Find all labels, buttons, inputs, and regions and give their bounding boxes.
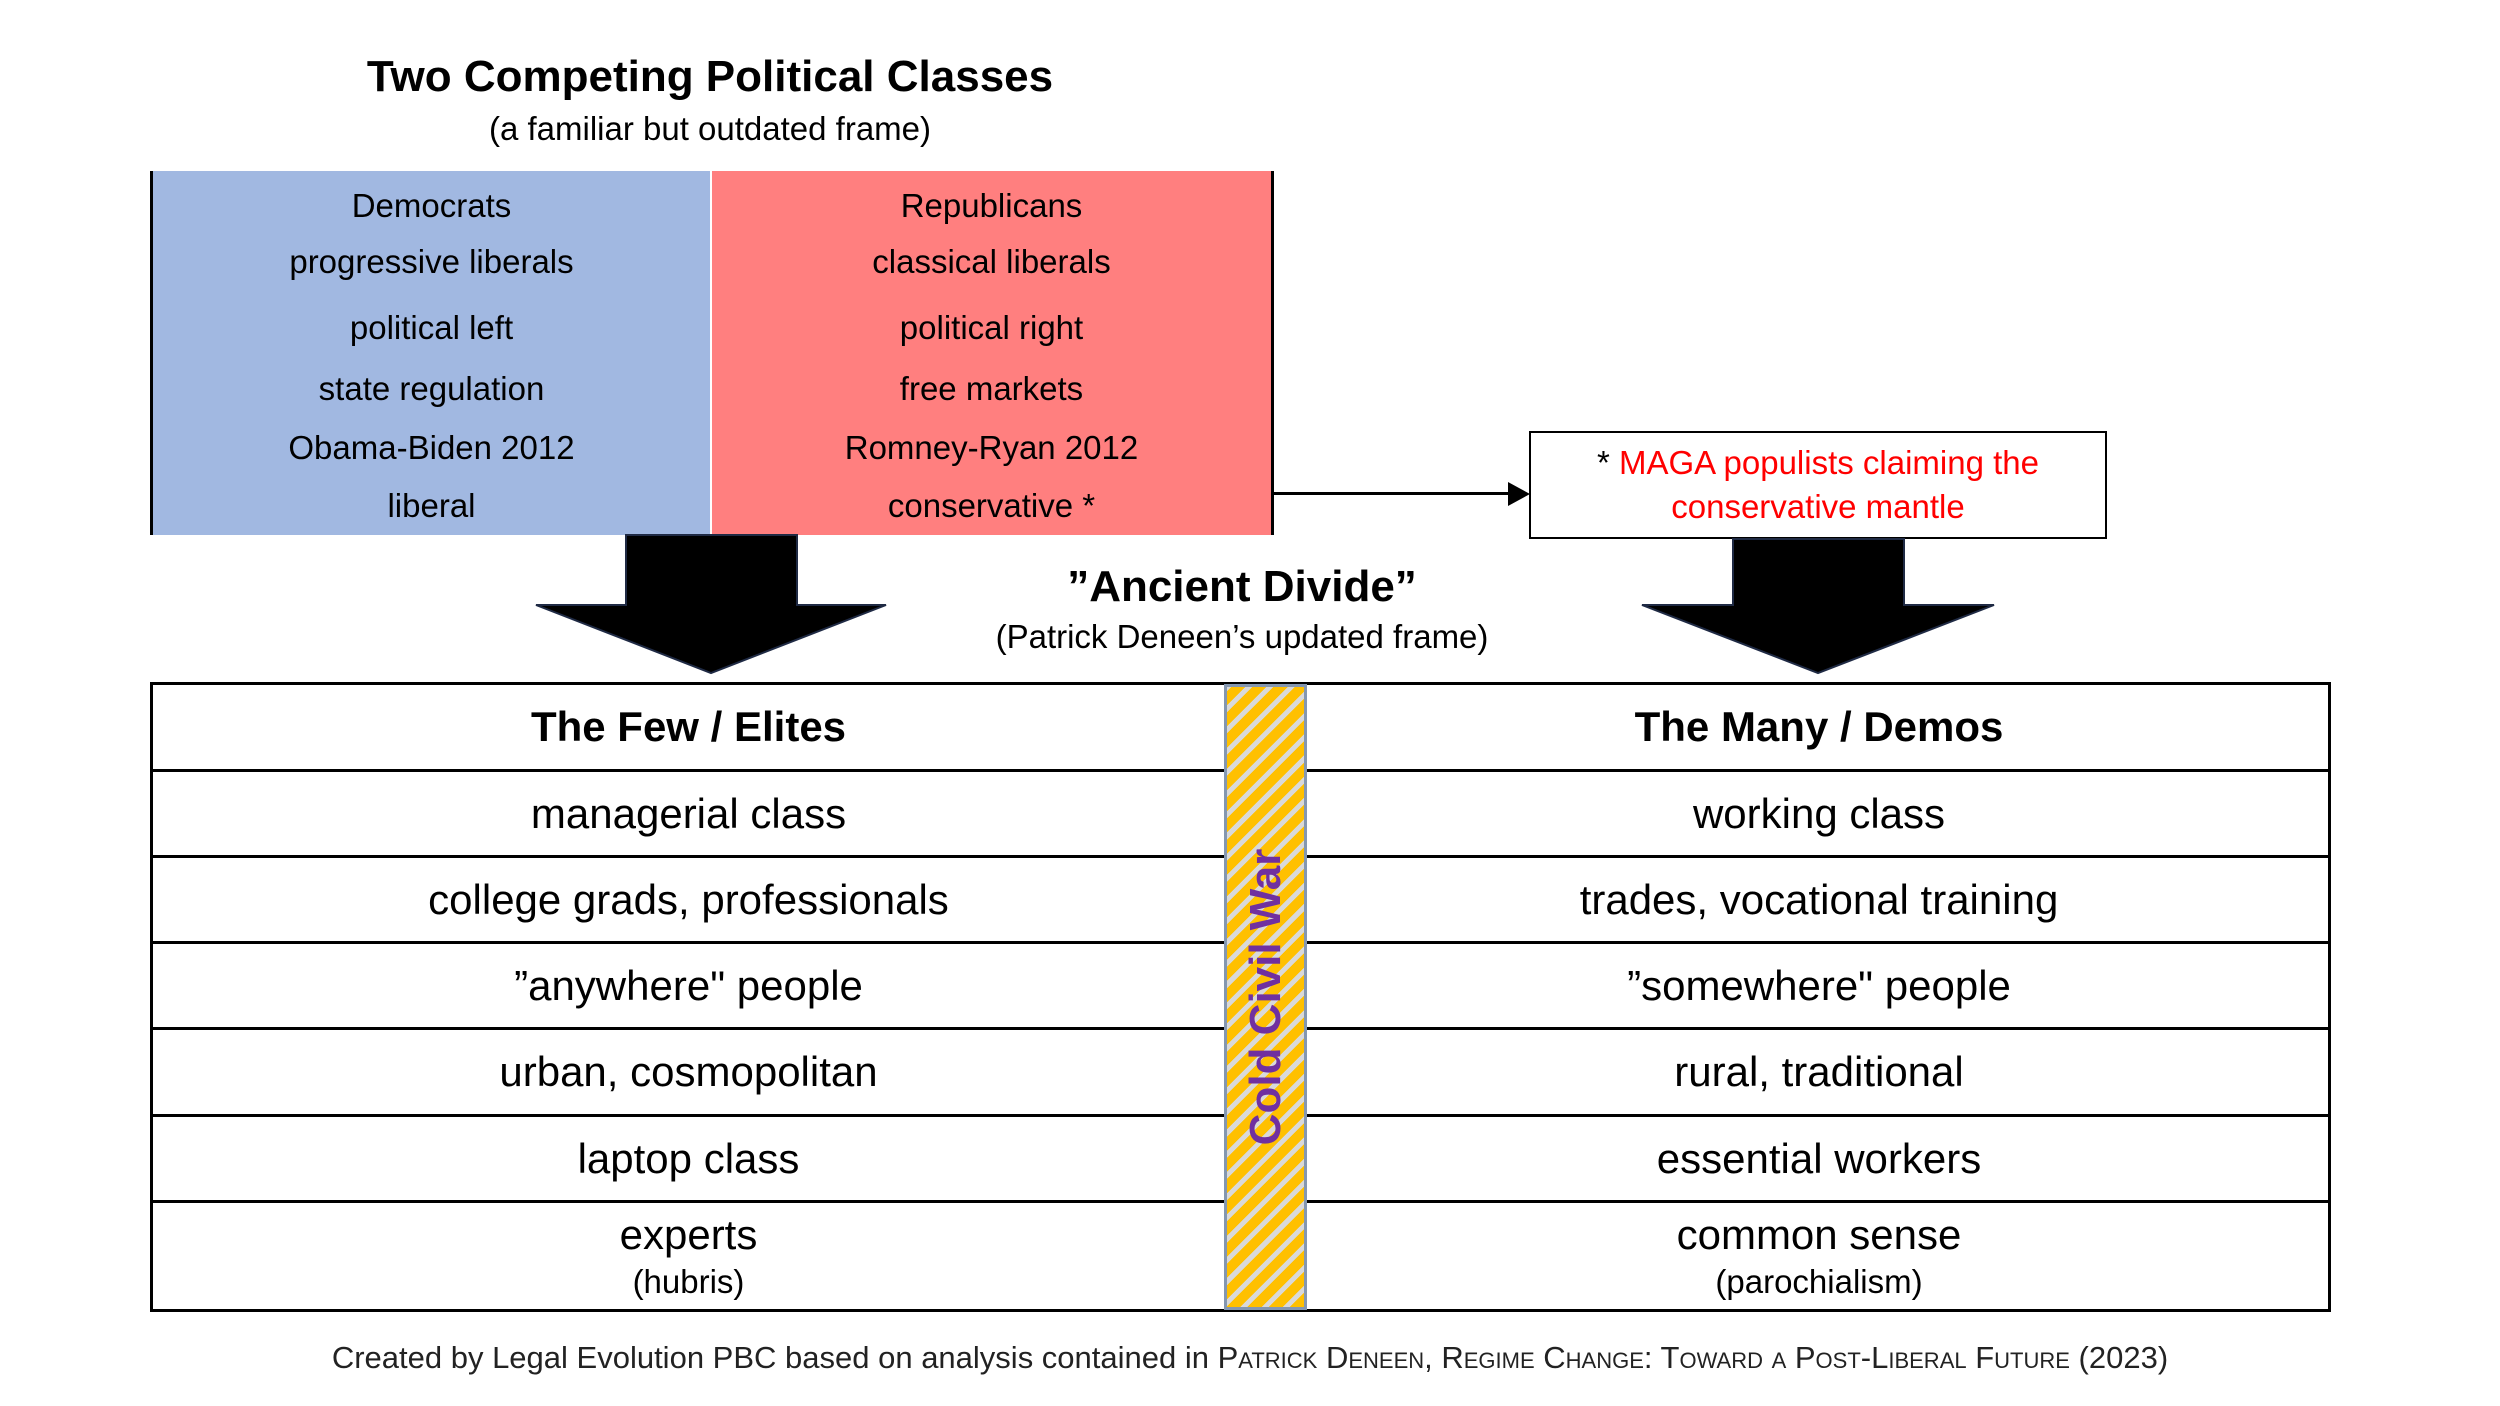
- two-classes-table: Democrats progressive liberals Republica…: [150, 171, 1274, 535]
- cold-civil-war-divider: Cold Civil War: [1224, 684, 1307, 1310]
- cold-civil-war-label: Cold Civil War: [1240, 848, 1290, 1146]
- maga-note-box: * MAGA populists claiming the conservati…: [1529, 431, 2107, 539]
- many-cell: working class: [1692, 789, 1946, 837]
- republican-cell: conservative *: [712, 477, 1271, 535]
- credit-prefix: Created by Legal Evolution PBC based on …: [331, 1340, 1218, 1375]
- few-cell: experts (hubris): [153, 1203, 1224, 1309]
- few-cell: urban, cosmopolitan: [499, 1048, 878, 1095]
- democrat-cell: Democrats progressive liberals: [153, 171, 712, 297]
- cell-text: Democrats: [351, 187, 512, 224]
- republican-cell: political right: [712, 297, 1271, 358]
- few-cell: laptop class: [577, 1134, 800, 1182]
- cell-note: (hubris): [632, 1263, 745, 1300]
- cell-text: progressive liberals: [289, 243, 574, 280]
- down-arrows: [535, 534, 1995, 675]
- table-row: political left political right: [153, 297, 1271, 361]
- citation-year: (2023): [2069, 1340, 2169, 1375]
- pointer-arrow-line: [1274, 492, 1514, 495]
- diagram-title: Two Competing Political Classes: [366, 52, 1054, 101]
- asterisk-mark: *: [1596, 444, 1610, 481]
- cell-text: common sense: [1676, 1211, 1962, 1258]
- diagram-subtitle: (a familiar but outdated frame): [488, 110, 932, 147]
- book-citation: Patrick Deneen, Regime Change: Toward a …: [1217, 1340, 2070, 1375]
- source-credit: Created by Legal Evolution PBC based on …: [0, 1340, 2500, 1376]
- cell-text: classical liberals: [872, 243, 1111, 280]
- cell-text: experts: [619, 1211, 758, 1258]
- ancient-divide-title: ”Ancient Divide”: [1067, 562, 1417, 611]
- ancient-divide-subtitle: (Patrick Deneen’s updated frame): [995, 618, 1489, 655]
- table-row: experts (hubris) common sense (parochial…: [153, 1203, 2328, 1309]
- many-cell: ”somewhere" people: [1627, 961, 2011, 1009]
- table-row: Obama-Biden 2012 Romney-Ryan 2012: [153, 419, 1271, 480]
- many-cell: rural, traditional: [1674, 1048, 1964, 1095]
- republican-cell: Republicans classical liberals: [712, 171, 1271, 297]
- few-cell: managerial class: [530, 789, 847, 837]
- democrat-cell: liberal: [153, 477, 712, 535]
- many-cell: trades, vocational training: [1579, 875, 2059, 923]
- cell-text: Republicans: [900, 187, 1083, 224]
- republican-cell: free markets: [712, 358, 1271, 419]
- democrat-cell: Obama-Biden 2012: [153, 419, 712, 477]
- few-cell: college grads, professionals: [428, 875, 949, 923]
- democrat-cell: political left: [153, 297, 712, 358]
- table-row: state regulation free markets: [153, 358, 1271, 422]
- note-line-2: conservative mantle: [1671, 488, 1965, 525]
- pointer-arrow-head-icon: [1508, 482, 1530, 506]
- right-down-arrow-icon: [1641, 538, 1995, 675]
- table-row: liberal conservative *: [153, 477, 1271, 535]
- republican-cell: Romney-Ryan 2012: [712, 419, 1271, 477]
- many-cell: common sense (parochialism): [1310, 1203, 2328, 1309]
- many-header: The Many / Demos: [1634, 703, 2004, 750]
- democrat-cell: state regulation: [153, 358, 712, 419]
- few-header: The Few / Elites: [530, 703, 847, 750]
- left-down-arrow-icon: [535, 534, 887, 675]
- table-row: Democrats progressive liberals Republica…: [153, 171, 1271, 300]
- note-line-1: * MAGA populists claiming the: [1596, 444, 2040, 481]
- few-cell: ”anywhere" people: [514, 961, 863, 1009]
- cell-note: (parochialism): [1715, 1263, 1923, 1300]
- many-cell: essential workers: [1656, 1134, 1982, 1182]
